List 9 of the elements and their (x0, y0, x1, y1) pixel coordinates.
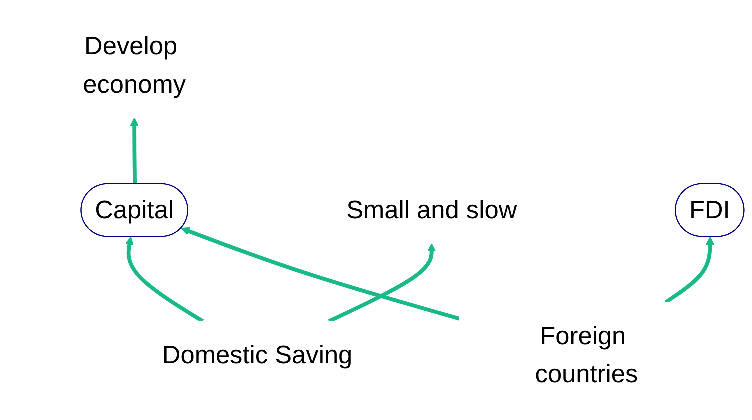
arrow (664, 236, 715, 304)
arrow (328, 243, 436, 323)
arrow (125, 236, 204, 323)
node-text: Develop economy (83, 31, 186, 98)
node-text: Small and slow (346, 194, 518, 224)
node-text: Domestic Saving (162, 340, 353, 369)
arrow (130, 117, 139, 184)
arrow (181, 226, 460, 321)
node-text: Foreign countries (535, 320, 638, 388)
